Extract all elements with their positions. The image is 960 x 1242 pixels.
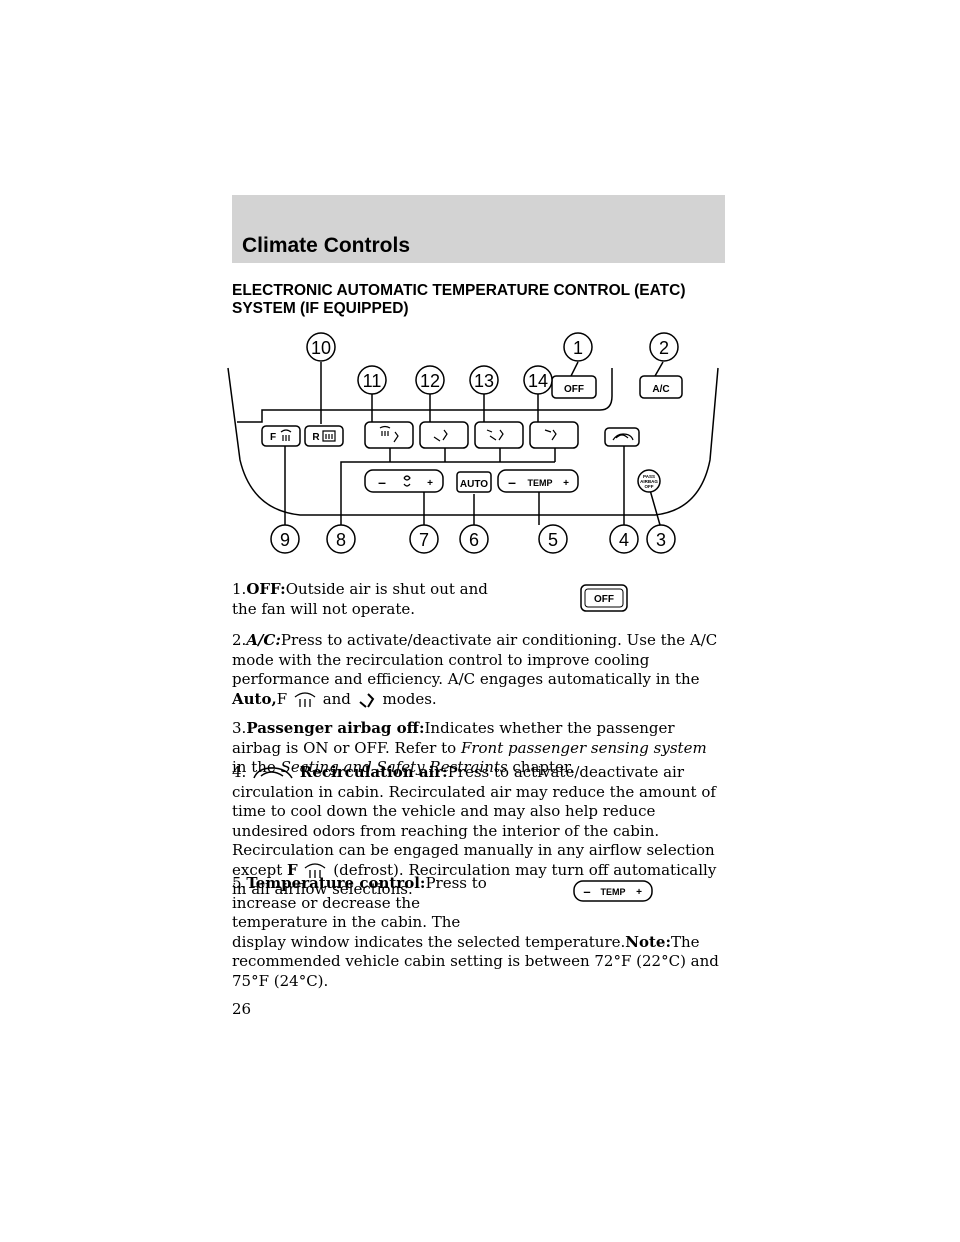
callout-11: 11 [363, 371, 382, 391]
callout-3: 3 [656, 530, 666, 550]
item-3-passenger-airbag-off: 3.Passenger airbag off:Indicates whether… [232, 719, 707, 776]
callout-4: 4 [619, 530, 629, 550]
header-band [232, 195, 725, 263]
page-header-title: Climate Controls [242, 234, 411, 257]
auto-button[interactable] [456, 471, 492, 493]
item-5-temperature-control: 5.Temperature control:Press to increase … [232, 874, 719, 990]
passenger-airbag-off-indicator [637, 469, 661, 493]
mode-panel-button[interactable] [529, 421, 579, 449]
defrost-icon [305, 862, 326, 878]
off-button[interactable] [551, 375, 597, 399]
svg-text:+: + [636, 887, 642, 898]
callout-6: 6 [469, 530, 479, 550]
front-defrost-label: F [270, 432, 276, 443]
callout-5: 5 [548, 530, 558, 550]
off-button-label: OFF [564, 384, 584, 395]
fan-minus-label: – [378, 474, 386, 490]
fan-speed-button[interactable] [364, 469, 444, 493]
floor-icon [433, 429, 448, 442]
off-button-image: OFF [580, 584, 628, 612]
front-defrost-button[interactable] [261, 425, 301, 447]
defrost-floor-icon [379, 425, 399, 443]
temp-plus-label: + [563, 478, 569, 489]
fan-plus-label: + [427, 478, 433, 489]
ac-button-label: A/C [652, 384, 669, 395]
fan-icon [403, 475, 411, 487]
off-button-image-label: OFF [594, 594, 614, 605]
rear-defrost-icon [322, 430, 336, 442]
rear-defrost-label: R [312, 432, 320, 443]
auto-button-label: AUTO [460, 479, 488, 490]
callout-8: 8 [336, 530, 346, 550]
recirculation-icon [612, 433, 634, 441]
svg-text:TEMP: TEMP [600, 887, 625, 897]
svg-text:–: – [583, 884, 590, 899]
panel-floor-icon [486, 429, 504, 441]
defrost-floor-mode-icon [359, 692, 374, 708]
eatc-panel-diagram: OFF A/C F R AUTO TEMP – + – + PASS AIRBA… [227, 332, 719, 554]
ac-button[interactable] [639, 375, 683, 399]
temp-minus-label: – [508, 474, 516, 490]
temp-button-image: – TEMP + [573, 880, 653, 902]
callout-10: 10 [311, 338, 331, 358]
callout-14: 14 [528, 371, 548, 391]
item-2-ac: 2.A/C:Press to activate/deactivate air c… [232, 631, 718, 708]
recirculation-button[interactable] [604, 427, 640, 447]
front-defrost-icon [280, 429, 292, 441]
item-1-off: 1.OFF:Outside air is shut out and the fa… [232, 580, 488, 618]
callout-2: 2 [659, 338, 669, 358]
temp-button-label: TEMP [527, 478, 552, 488]
callout-9: 9 [280, 530, 290, 550]
panel-icon [544, 429, 557, 441]
airbag-pass-label: PASS [643, 474, 655, 479]
airbag-airbag-label: AIRBAG [640, 479, 658, 484]
defrost-icon [294, 691, 316, 707]
temp-button[interactable] [497, 469, 579, 493]
page-number: 26 [232, 1000, 252, 1018]
item-4-recirculation: 4. Recirculation air:Press to activate/d… [232, 763, 717, 898]
section-title: ELECTRONIC AUTOMATIC TEMPERATURE CONTROL… [232, 282, 732, 318]
section-title-line2: SYSTEM (IF EQUIPPED) [232, 300, 409, 317]
callout-1: 1 [573, 338, 583, 358]
callout-12: 12 [420, 371, 440, 391]
rear-defrost-button[interactable] [304, 425, 344, 447]
callout-13: 13 [474, 371, 494, 391]
mode-panel-floor-button[interactable] [474, 421, 524, 449]
airbag-off-label: OFF [645, 484, 654, 489]
section-title-line1: ELECTRONIC AUTOMATIC TEMPERATURE CONTROL… [232, 282, 686, 299]
callout-7: 7 [419, 530, 429, 550]
mode-floor-button[interactable] [419, 421, 469, 449]
recirculation-icon [253, 767, 293, 779]
mode-defrost-floor-button[interactable] [364, 421, 414, 449]
